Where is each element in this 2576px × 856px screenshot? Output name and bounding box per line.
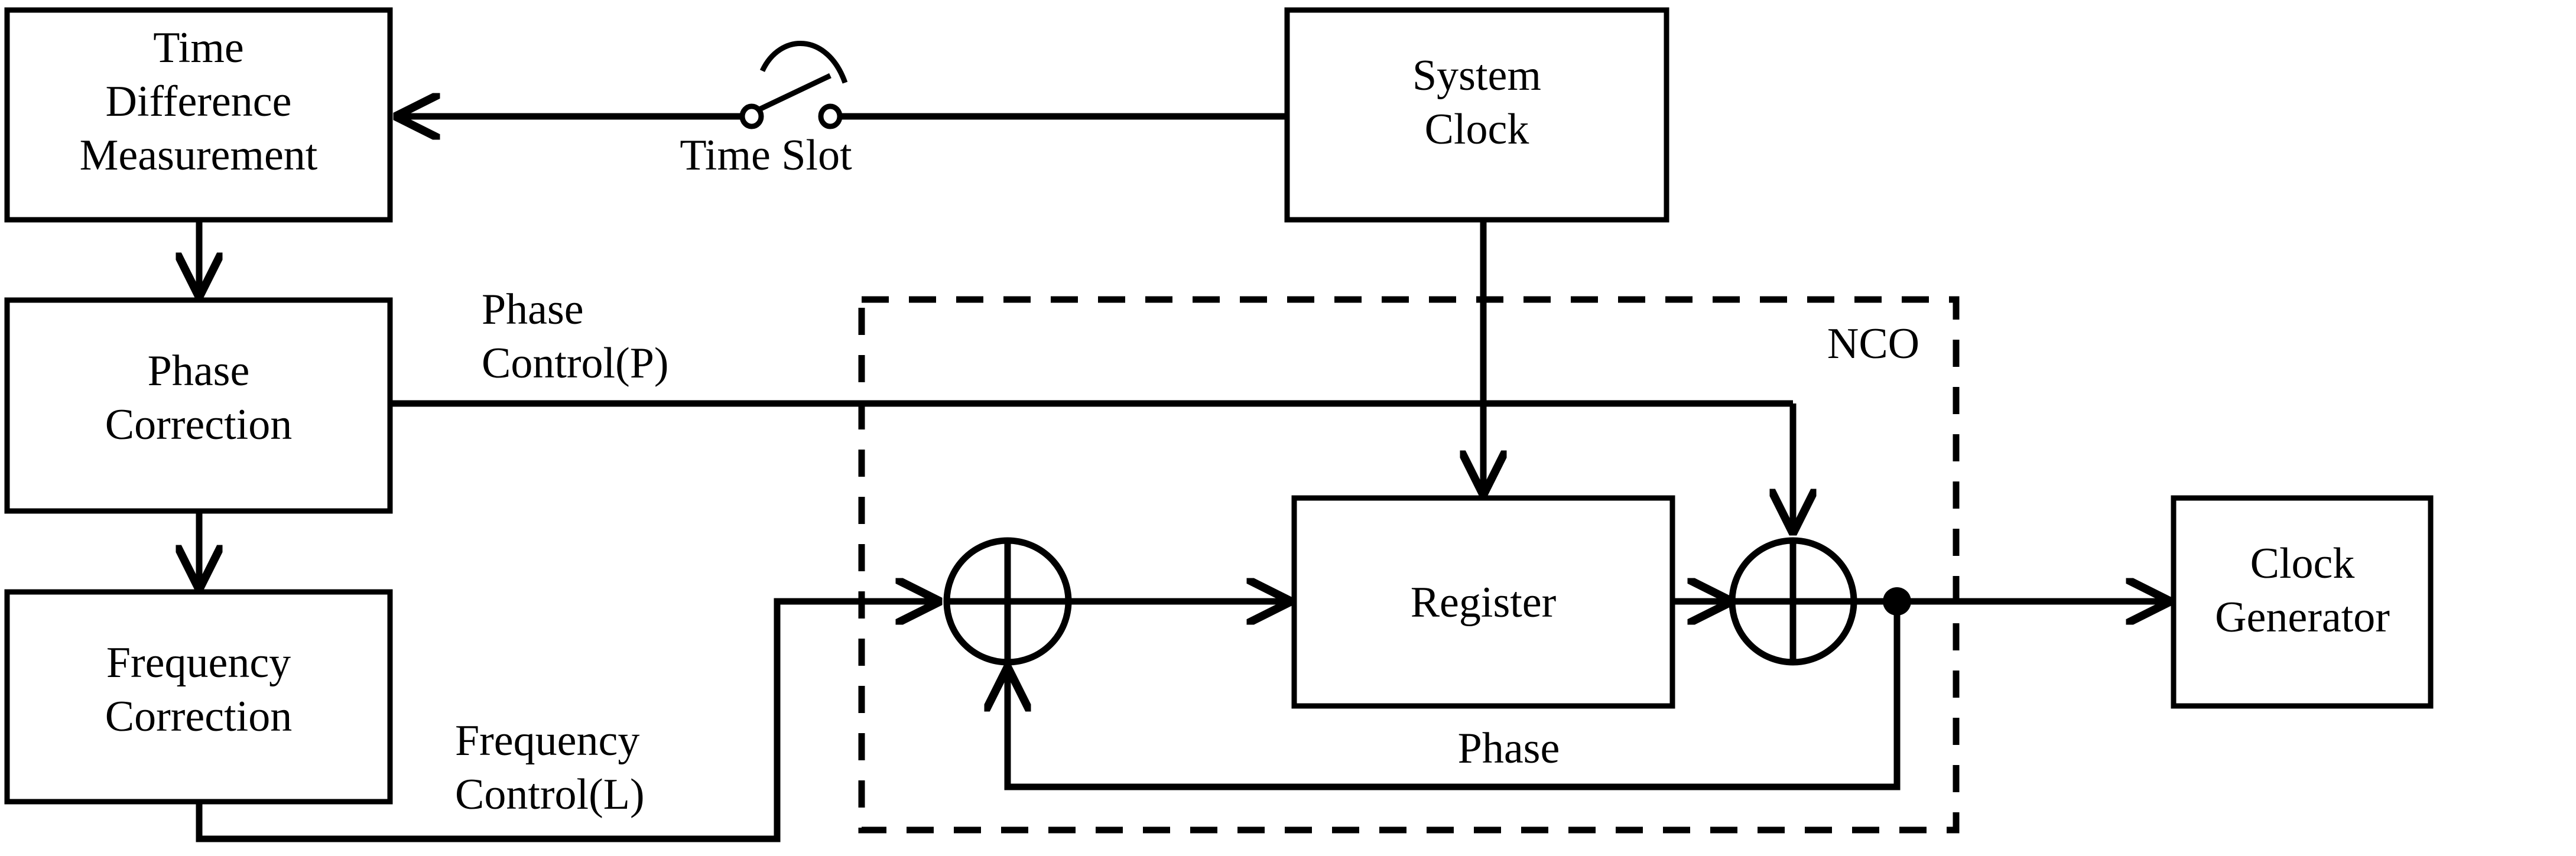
svg-text:Clock: Clock (2250, 539, 2355, 588)
block-phase-correction[interactable] (4, 297, 393, 514)
block-phase-correction-label: Phase Correction (105, 347, 292, 449)
svg-text:Time: Time (153, 24, 244, 72)
svg-text:Difference: Difference (106, 77, 292, 126)
svg-text:Phase: Phase (482, 285, 584, 334)
svg-text:Register: Register (1411, 578, 1557, 627)
block-frequency-correction[interactable] (4, 589, 393, 805)
block-time-difference-measurement-label: Time Difference Measurement (80, 24, 318, 180)
label-time-slot: Time Slot (680, 131, 852, 180)
wire-phase-feedback (1008, 601, 1901, 790)
switch-terminal-left-icon (739, 103, 764, 129)
block-frequency-correction-label: Frequency Correction (105, 639, 292, 741)
block-register[interactable] (1291, 495, 1675, 709)
label-nco-group: NCO (1827, 320, 1919, 368)
svg-text:Measurement: Measurement (80, 131, 318, 180)
svg-text:Control(L): Control(L) (455, 770, 645, 819)
summing-junction-2 (1729, 537, 1857, 666)
block-time-difference-measurement[interactable] (4, 7, 393, 223)
svg-text:Clock: Clock (1425, 105, 1529, 154)
block-system-clock[interactable] (1284, 7, 1669, 223)
nco-group-boundary (858, 296, 1960, 834)
svg-text:System: System (1412, 51, 1541, 100)
svg-text:Control(P): Control(P) (482, 339, 669, 388)
signal-tap-dot-icon (1883, 587, 1911, 616)
svg-text:Frequency: Frequency (455, 717, 639, 765)
block-system-clock-label: System Clock (1412, 51, 1541, 154)
svg-text:Correction: Correction (105, 401, 292, 449)
label-phase-feedback: Phase (1458, 724, 1560, 773)
switch-terminal-right-icon (818, 103, 843, 129)
summing-junction-1 (943, 537, 1072, 666)
svg-text:Frequency: Frequency (106, 639, 291, 687)
time-slot-switch[interactable] (739, 41, 848, 129)
svg-text:Generator: Generator (2215, 593, 2390, 642)
svg-text:Correction: Correction (105, 692, 292, 741)
block-clock-generator[interactable] (2171, 495, 2434, 709)
label-phase-control: Phase Control(P) (482, 285, 669, 388)
label-frequency-control: Frequency Control(L) (455, 717, 645, 819)
svg-text:Phase: Phase (148, 347, 250, 395)
block-register-label: Register (1411, 578, 1557, 627)
wire-phase-control (390, 400, 1793, 532)
block-clock-generator-label: Clock Generator (2215, 539, 2390, 642)
